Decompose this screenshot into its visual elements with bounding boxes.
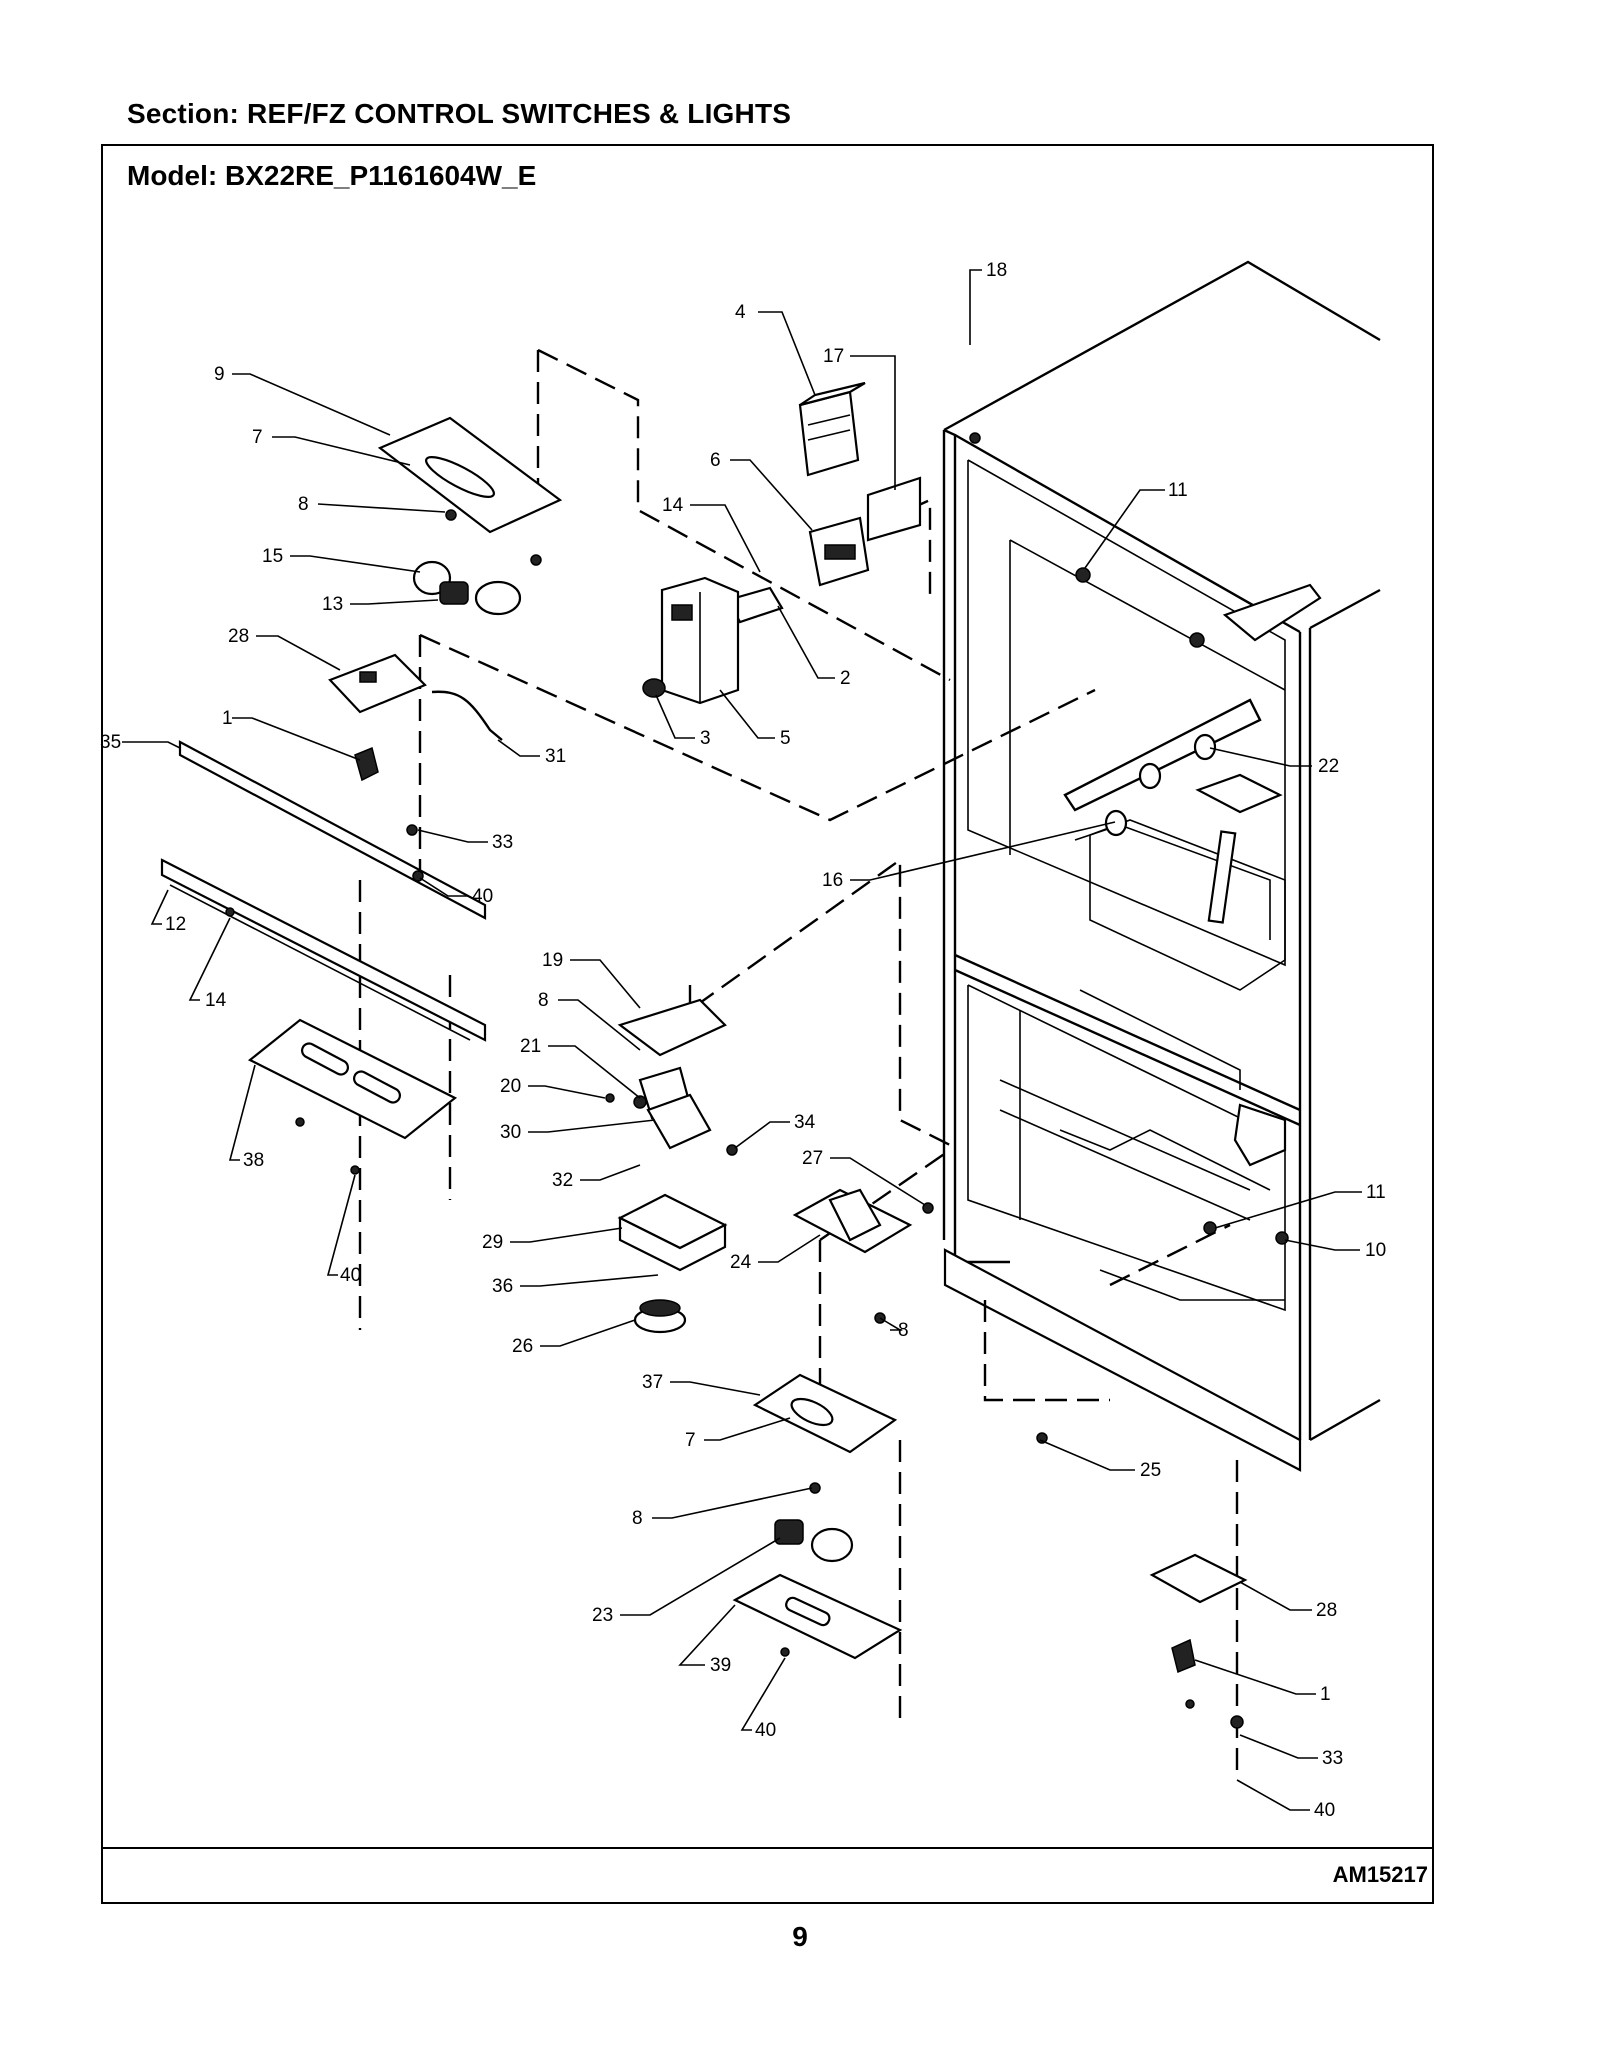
callout-9: 9 [214, 364, 225, 385]
callout-22: 22 [1318, 756, 1339, 777]
callout-33: 33 [492, 832, 513, 853]
callout-5: 5 [780, 728, 791, 749]
callout-36: 36 [492, 1276, 513, 1297]
model-title: Model: BX22RE_P1161604W_E [127, 160, 537, 191]
callout-7b: 7 [685, 1430, 696, 1451]
callout-28: 28 [228, 626, 249, 647]
callout-8b: 8 [538, 990, 549, 1011]
callout-8: 8 [298, 494, 309, 515]
callout-8d: 8 [898, 1320, 909, 1341]
callout-39: 39 [710, 1655, 731, 1676]
callout-4: 4 [735, 302, 746, 323]
callout-27: 27 [802, 1148, 823, 1169]
callout-16: 16 [822, 870, 843, 891]
callout-37: 37 [642, 1372, 663, 1393]
callout-26: 26 [512, 1336, 533, 1357]
diagram-frame [101, 144, 1434, 1904]
page-number: 9 [792, 1921, 808, 1952]
callout-7: 7 [252, 427, 263, 448]
callout-1: 1 [222, 708, 233, 729]
callout-20: 20 [500, 1076, 521, 1097]
callout-17: 17 [823, 346, 844, 367]
callout-40: 40 [472, 886, 493, 907]
callout-21: 21 [520, 1036, 541, 1057]
callout-29: 29 [482, 1232, 503, 1253]
assembly-lines [358, 348, 1239, 1780]
callout-34: 34 [794, 1112, 816, 1133]
callout-2: 2 [840, 668, 851, 689]
callout-11b: 11 [1366, 1182, 1386, 1203]
callout-23: 23 [592, 1605, 613, 1626]
callout-40c: 40 [340, 1265, 361, 1286]
drawing-code: AM15217 [1332, 1862, 1428, 1887]
callout-15: 15 [262, 546, 283, 567]
callout-40d: 40 [1314, 1800, 1335, 1821]
callout-32: 32 [552, 1170, 573, 1191]
parts [160, 381, 1248, 1729]
callout-14b: 14 [205, 990, 227, 1011]
callout-35: 35 [100, 732, 121, 753]
callout-labels: 18 4 17 9 7 8 6 14 11 15 13 2 28 3 5 22 [100, 260, 1386, 1821]
callout-38: 38 [243, 1150, 264, 1171]
callout-19: 19 [542, 950, 563, 971]
callout-3: 3 [700, 728, 711, 749]
callout-28b: 28 [1316, 1600, 1337, 1621]
callout-13: 13 [322, 594, 343, 615]
callout-8c: 8 [632, 1508, 643, 1529]
callout-11: 11 [1168, 480, 1188, 501]
callout-12: 12 [165, 914, 186, 935]
refrigerator-cabinet [942, 260, 1381, 1472]
callout-25: 25 [1140, 1460, 1161, 1481]
callout-18: 18 [986, 260, 1007, 281]
footer-rule [101, 1847, 1434, 1849]
callout-40b: 40 [755, 1720, 776, 1741]
section-title: Section: REF/FZ CONTROL SWITCHES & LIGHT… [127, 98, 792, 129]
callout-14: 14 [662, 495, 684, 516]
callout-10: 10 [1365, 1240, 1386, 1261]
callout-1b: 1 [1320, 1684, 1331, 1705]
callout-24: 24 [730, 1252, 752, 1273]
callout-33b: 33 [1322, 1748, 1343, 1769]
callout-30: 30 [500, 1122, 521, 1143]
callout-6: 6 [710, 450, 721, 471]
callout-31: 31 [545, 746, 566, 767]
